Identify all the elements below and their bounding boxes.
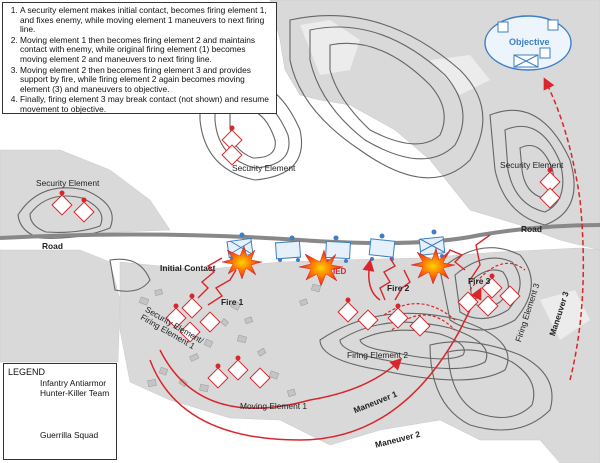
instructions-box: A security element makes initial contact…	[2, 2, 277, 114]
legend-item-antiarmor-team: Infantry Antiarmor Hunter-Killer Team	[40, 378, 110, 398]
firing-element-2-label: Firing Element 2	[347, 350, 408, 360]
instruction-item: Moving element 1 then becomes firing ele…	[20, 35, 271, 65]
moving-element-1-label: Moving Element 1	[240, 401, 308, 411]
fire-3-label: Fire 3	[468, 276, 491, 286]
objective-area	[484, 15, 572, 71]
maneuver-arrows	[149, 77, 585, 441]
instruction-item: Moving element 2 then becomes firing ele…	[20, 65, 271, 95]
security-element-right-label: Security Element	[500, 160, 564, 170]
road-label-right: Road	[521, 224, 542, 234]
convoy	[226, 236, 446, 260]
security-element-top-label: Security Element	[232, 163, 296, 173]
instructions-list: A security element makes initial contact…	[8, 5, 271, 115]
ied-label: IED	[333, 267, 347, 276]
legend-item-guerrilla-squad: Guerrilla Squad	[40, 430, 99, 440]
convoy-markers	[239, 229, 437, 241]
legend: LEGEND Infantry Antiarmor Hunter-Killer …	[3, 363, 117, 460]
initial-contact-label: Initial Contact	[160, 263, 216, 273]
unit-symbols	[51, 125, 561, 389]
explosions	[221, 245, 456, 287]
buildings	[138, 283, 321, 397]
instruction-item: A security element makes initial contact…	[20, 5, 271, 35]
road-label-left: Road	[42, 241, 63, 251]
road	[0, 223, 600, 246]
legend-title: LEGEND	[8, 367, 46, 377]
fire-lines	[197, 234, 491, 306]
fire-1-label: Fire 1	[221, 297, 244, 307]
instruction-item: Finally, firing element 3 may break cont…	[20, 94, 271, 114]
fire-2-label: Fire 2	[387, 283, 410, 293]
security-element-left-label: Security Element	[36, 178, 100, 188]
objective-label: Objective	[509, 37, 550, 47]
